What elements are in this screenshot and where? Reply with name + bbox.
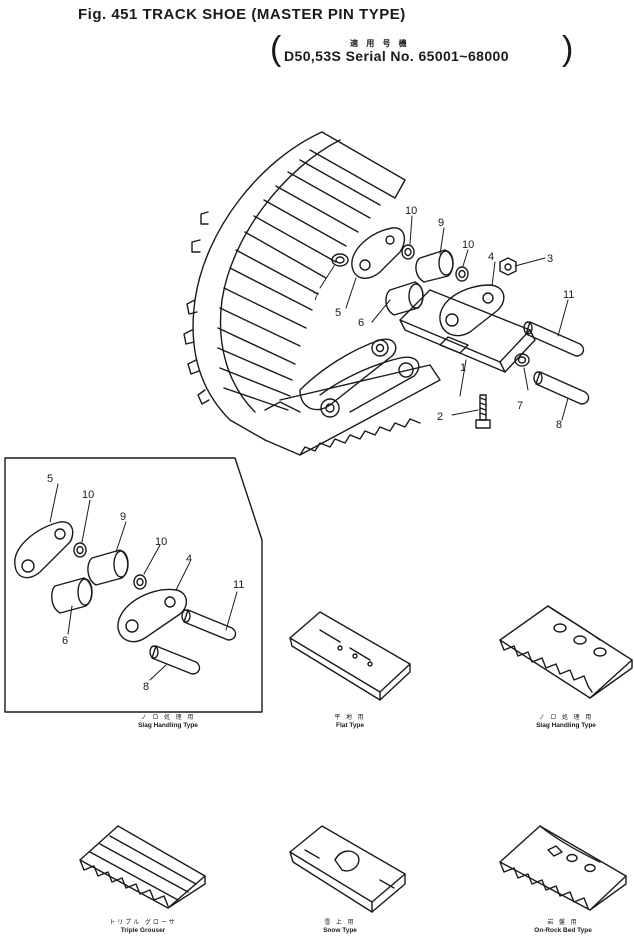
caption-en: Flat Type: [335, 721, 365, 729]
flat-type-shoe-drawing: [289, 611, 411, 701]
callout-7-lower: 7: [517, 400, 523, 412]
open-paren: (: [270, 30, 282, 68]
caption-en: Triple Grouser: [120, 926, 166, 934]
inset-callout-11: 11: [233, 579, 244, 591]
callout-6: 6: [358, 317, 364, 329]
slag-handling-shoe-drawing: [499, 605, 633, 699]
caption-on-rock-bed: 岩 盤 用 On-Rock Bed Type: [498, 920, 628, 934]
caption-en: On-Rock Bed Type: [534, 926, 592, 934]
callout-5: 5: [335, 307, 341, 319]
caption-slag-handling: ノ ロ 処 理 用 Slag Handling Type: [500, 715, 632, 729]
callout-10-b: 10: [462, 239, 474, 251]
on-rock-bed-shoe-drawing: [499, 825, 627, 911]
callout-7-upper: 7: [313, 291, 319, 303]
inset-frame: [4, 457, 263, 713]
caption-en: Snow Type: [323, 926, 357, 934]
callout-2: 2: [437, 411, 443, 423]
inset-callout-6: 6: [62, 635, 68, 647]
track-assembly-drawing: [183, 131, 441, 456]
callout-1: 1: [460, 362, 466, 374]
inset-callout-5: 5: [47, 473, 53, 485]
inset-drawing: [14, 483, 238, 681]
figure-title: Fig. 451 TRACK SHOE (MASTER PIN TYPE): [78, 6, 406, 23]
callout-3: 3: [547, 253, 553, 265]
triple-grouser-shoe-drawing: [79, 825, 206, 909]
caption-en: Slag Handling Type: [536, 721, 596, 729]
caption-jp: ノ ロ 処 理 用: [140, 715, 196, 721]
caption-jp: 岩 盤 用: [547, 920, 579, 926]
exploded-parts: [331, 227, 590, 429]
caption-jp: 平 地 用: [334, 715, 366, 721]
caption-jp: 雪 上 用: [324, 920, 356, 926]
callout-10-a: 10: [405, 205, 417, 217]
callout-11: 11: [563, 289, 574, 301]
inset-callout-9: 9: [120, 511, 126, 523]
caption-en: Slag Handling Type: [138, 721, 198, 729]
callout-4: 4: [488, 251, 494, 263]
inset-callout-10-b: 10: [155, 536, 167, 548]
callout-8: 8: [556, 419, 562, 431]
callout-9: 9: [438, 217, 444, 229]
caption-jp: ノ ロ 処 理 用: [538, 715, 594, 721]
caption-triple-grouser: トリプル グローサ Triple Grouser: [88, 920, 198, 934]
serial-range: D50,53S Serial No. 65001~68000: [284, 48, 509, 64]
close-paren: ): [562, 30, 574, 68]
caption-snow-type: 雪 上 用 Snow Type: [290, 920, 390, 934]
inset-callout-8: 8: [143, 681, 149, 693]
snow-type-shoe-drawing: [289, 825, 406, 913]
caption-jp: トリプル グローサ: [109, 920, 177, 926]
inset-callout-4: 4: [186, 553, 192, 565]
applicable-models-label: 適 用 号 機: [350, 39, 410, 48]
caption-flat-type: 平 地 用 Flat Type: [300, 715, 400, 729]
caption-slag-handling-inset: ノ ロ 処 理 用 Slag Handling Type: [98, 715, 238, 729]
callout-numbers: 7 5 10 9 10 4 3 6 11 1 2 7 8 5 10 9 10 4…: [47, 205, 574, 693]
inset-callout-10-a: 10: [82, 489, 94, 501]
